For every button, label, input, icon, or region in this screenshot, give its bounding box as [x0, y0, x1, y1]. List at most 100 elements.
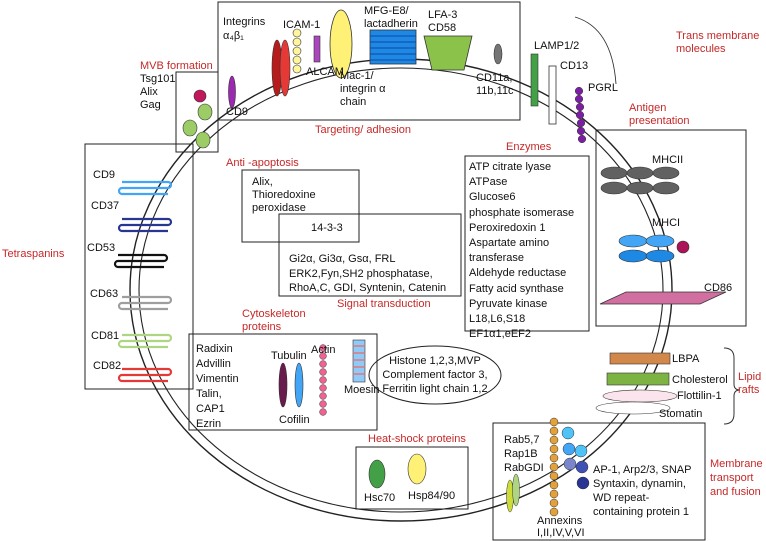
- icam-bead: [292, 37, 302, 47]
- annexin-beads: [549, 417, 559, 517]
- icam-bead: [292, 46, 302, 56]
- cd86-label: CD86: [704, 282, 733, 294]
- tubulin-shape-2: [294, 362, 304, 408]
- cd9-adhesion-label: CD9: [226, 106, 249, 118]
- exosome-membrane-inner: [138, 67, 664, 513]
- antigen-box: [595, 129, 747, 327]
- actin-label: Actin: [311, 344, 336, 356]
- moesin-shape: [352, 339, 366, 383]
- tetraspanin-cd82: [117, 367, 173, 383]
- anti-apoptosis-items: Alix, Thioredoxine peroxidase: [252, 176, 316, 214]
- cytoskeleton-box: [188, 333, 378, 431]
- trans-membrane-label: Trans membrane molecules: [676, 30, 760, 55]
- protein-1433-label: 14-3-3: [311, 222, 343, 234]
- mvb-circle: [193, 89, 207, 103]
- mhc2-label: MHCII: [652, 154, 684, 166]
- signal-items: Gi2α, Gi3α, Gsα, FRL ERK2,Fyn,SH2 phosph…: [289, 253, 447, 294]
- lfa3-shape: [423, 35, 473, 71]
- moesin-label: Moesin: [344, 384, 380, 396]
- tetraspanin-cd9: [117, 180, 173, 196]
- cd9-ellipse: [228, 75, 236, 109]
- cytoskeleton-list: Radixin Advillin Vimentin Talin, CAP1 Ez…: [196, 343, 239, 430]
- lipid-rafts-label: Lipid rafts: [738, 371, 762, 396]
- mvb-ellipse: [197, 103, 213, 121]
- mfge8-label: MFG-E8/ lactadherin: [364, 5, 418, 30]
- lbpa-label: LBPA: [672, 353, 700, 365]
- cd86-shape: [599, 291, 727, 305]
- transport-items: AP-1, Arp2/3, SNAP Syntaxin, dynamin, WD…: [593, 464, 692, 518]
- mvb-box: [175, 71, 219, 153]
- tetraspanin-label-cd9: CD9: [93, 169, 116, 181]
- cholesterol-label: Cholesterol: [672, 374, 728, 386]
- alcam-bar: [313, 35, 321, 63]
- mac1-label: Mac-1/ integrin α chain: [340, 70, 386, 108]
- hsp-shape: [407, 453, 427, 485]
- integrin-shape-2: [279, 39, 291, 97]
- mvb-ellipse: [182, 119, 198, 137]
- targeting-box: [217, 1, 521, 121]
- tetraspanin-cd53: [113, 253, 169, 269]
- tetraspanin-label-cd63: CD63: [90, 288, 119, 300]
- membrane-transport-label: Membrane transport and fusion: [710, 458, 763, 498]
- cd13-bar: [548, 65, 557, 125]
- enzyme-items: ATP citrate lyase ATPase Glucose6 phosph…: [469, 161, 575, 341]
- histone-text: Histone 1,2,3,MVP Complement factor 3, F…: [382, 355, 488, 395]
- enzymes-label: Enzymes: [506, 141, 552, 153]
- signal-box: [278, 213, 462, 297]
- tubulin-label: Tubulin: [271, 350, 307, 362]
- mhc2-shape: [600, 166, 680, 195]
- lamp-label: LAMP1/2: [534, 40, 580, 52]
- mfge8-shape: [369, 29, 417, 65]
- icam-bead: [292, 28, 302, 38]
- rab-shapes: [506, 473, 520, 513]
- lbpa-shape: [609, 352, 671, 365]
- membrane-transport-box: [492, 422, 706, 541]
- enzymes-box: [464, 155, 590, 332]
- alcam-label: ALCAM: [306, 66, 344, 78]
- anti-apoptosis-label: Anti -apoptosis: [226, 157, 299, 169]
- trans-membrane-arc: [574, 16, 617, 85]
- signal-label: Signal transduction: [337, 298, 431, 310]
- antigen-label: Antigen presentation: [629, 102, 690, 127]
- tetraspanin-cd81: [117, 333, 173, 349]
- targeting-label: Targeting/ adhesion: [315, 124, 412, 136]
- icam-bead: [292, 55, 302, 65]
- tetraspanins-label: Tetraspanins: [2, 248, 65, 260]
- annexins-label: Annexins I,II,IV,V,VI: [537, 515, 585, 539]
- icam-bead: [292, 64, 302, 74]
- pgrl-beads: [574, 86, 587, 144]
- cd11-label: CD11a, 11b,11c: [476, 72, 514, 97]
- tetraspanin-cd37: [117, 217, 173, 233]
- hsc70-shape: [368, 459, 386, 489]
- cholesterol-shape: [606, 372, 670, 386]
- cd13-label: CD13: [560, 60, 589, 72]
- mvb-ellipse: [195, 131, 211, 149]
- tubulin-shape-1: [278, 362, 288, 408]
- stomatin-label: Stomatin: [659, 408, 703, 420]
- lamp-bar: [530, 53, 539, 107]
- rab-label: Rab5,7 Rap1B RabGDI: [504, 434, 544, 474]
- mac1-shape: [329, 9, 353, 79]
- mhc1-shape: [618, 234, 690, 263]
- hsc70-label: Hsc70: [364, 492, 396, 504]
- tetraspanin-cd63: [117, 295, 173, 311]
- integrin-subunit-label: α₄β₁: [223, 30, 244, 42]
- cofilin-label: Cofilin: [279, 414, 310, 426]
- tetraspanin-label-cd81: CD81: [91, 330, 120, 342]
- lfa3-label: LFA-3 CD58: [428, 9, 458, 34]
- flottilin-label: Flottilin-1: [677, 390, 722, 402]
- transport-circles: [561, 426, 590, 490]
- mvb-label: MVB formation: [140, 60, 213, 72]
- heatshock-box: [355, 446, 469, 510]
- lipid-rafts-bracket: [723, 347, 741, 425]
- cytoskeleton-label: Cytoskeleton proteins: [242, 308, 306, 333]
- pgrl-label: PGRL: [588, 82, 618, 94]
- heatshock-label: Heat-shock proteins: [368, 433, 466, 445]
- icam-label: ICAM-1: [283, 19, 321, 31]
- actin-beads: [319, 344, 327, 416]
- cd11-shape: [493, 43, 503, 65]
- tetraspanin-label-cd37: CD37: [91, 200, 120, 212]
- mvb-items: Tsg101 Alix Gag: [140, 73, 176, 111]
